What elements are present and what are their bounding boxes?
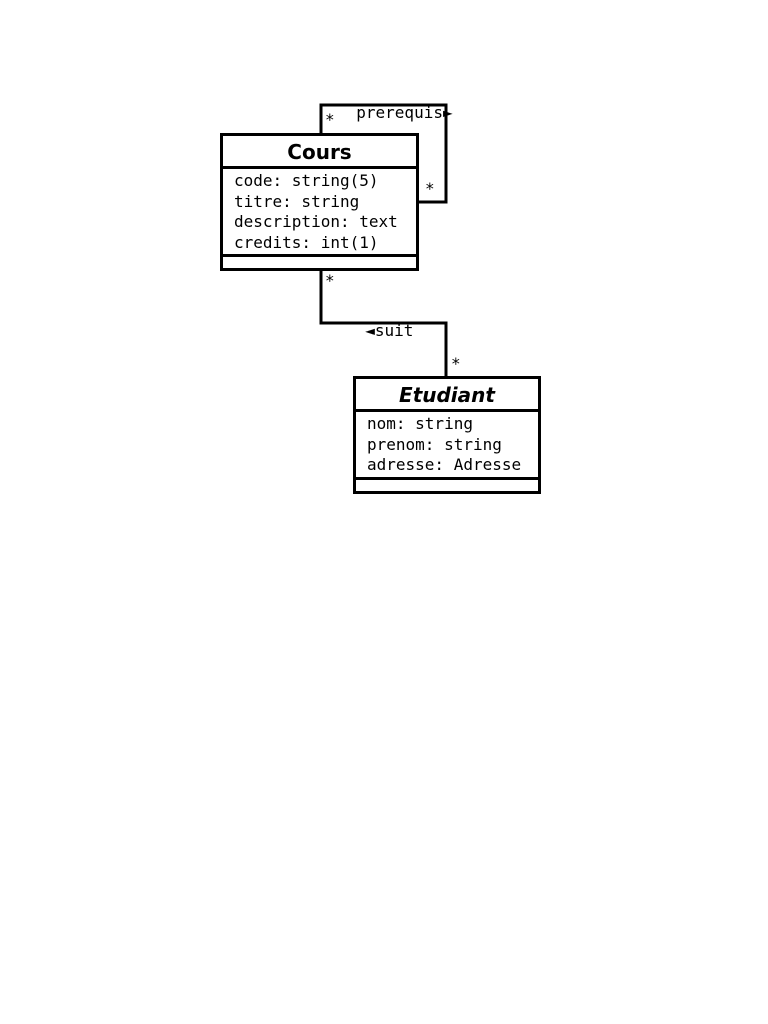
class-cours-attribute: titre: string [234,191,360,211]
suit-association-line [319,271,448,376]
prerequis-multiplicity-right: * [425,179,435,198]
class-cours-attribute: code: string(5) [234,171,379,190]
class-etudiant-name: Etudiant [356,379,538,412]
suit-label: ◄suit [346,304,413,340]
class-cours-attribute: credits: int(1) [234,232,379,252]
class-etudiant-attribute: prenom: string [367,434,502,454]
suit-arrow-icon: ◄ [365,321,375,340]
class-cours-attribute: description: text [234,212,398,231]
class-cours-name: Cours [223,136,416,169]
prerequis-label: prerequis► [337,86,453,122]
class-cours-attributes: code: string(5) titre: string descriptio… [223,169,416,257]
class-cours: Cours code: string(5) titre: string desc… [220,133,419,271]
class-cours-operations [223,257,416,263]
prerequis-arrow-icon: ► [442,103,453,122]
prerequis-label-text: prerequis [356,103,443,122]
suit-multiplicity-etudiant: * [451,354,461,373]
suit-multiplicity-cours: * [325,271,335,290]
class-etudiant: Etudiant nom: string prenom: string adre… [353,376,541,494]
class-etudiant-attribute: nom: string [367,414,473,433]
suit-label-text: suit [374,321,414,340]
class-etudiant-attributes: nom: string prenom: string adresse: Adre… [356,412,538,480]
class-etudiant-attribute: adresse: Adresse [367,455,522,474]
prerequis-multiplicity-top: * [325,110,335,129]
class-etudiant-operations [356,480,538,486]
prerequis-association-line [319,103,448,204]
